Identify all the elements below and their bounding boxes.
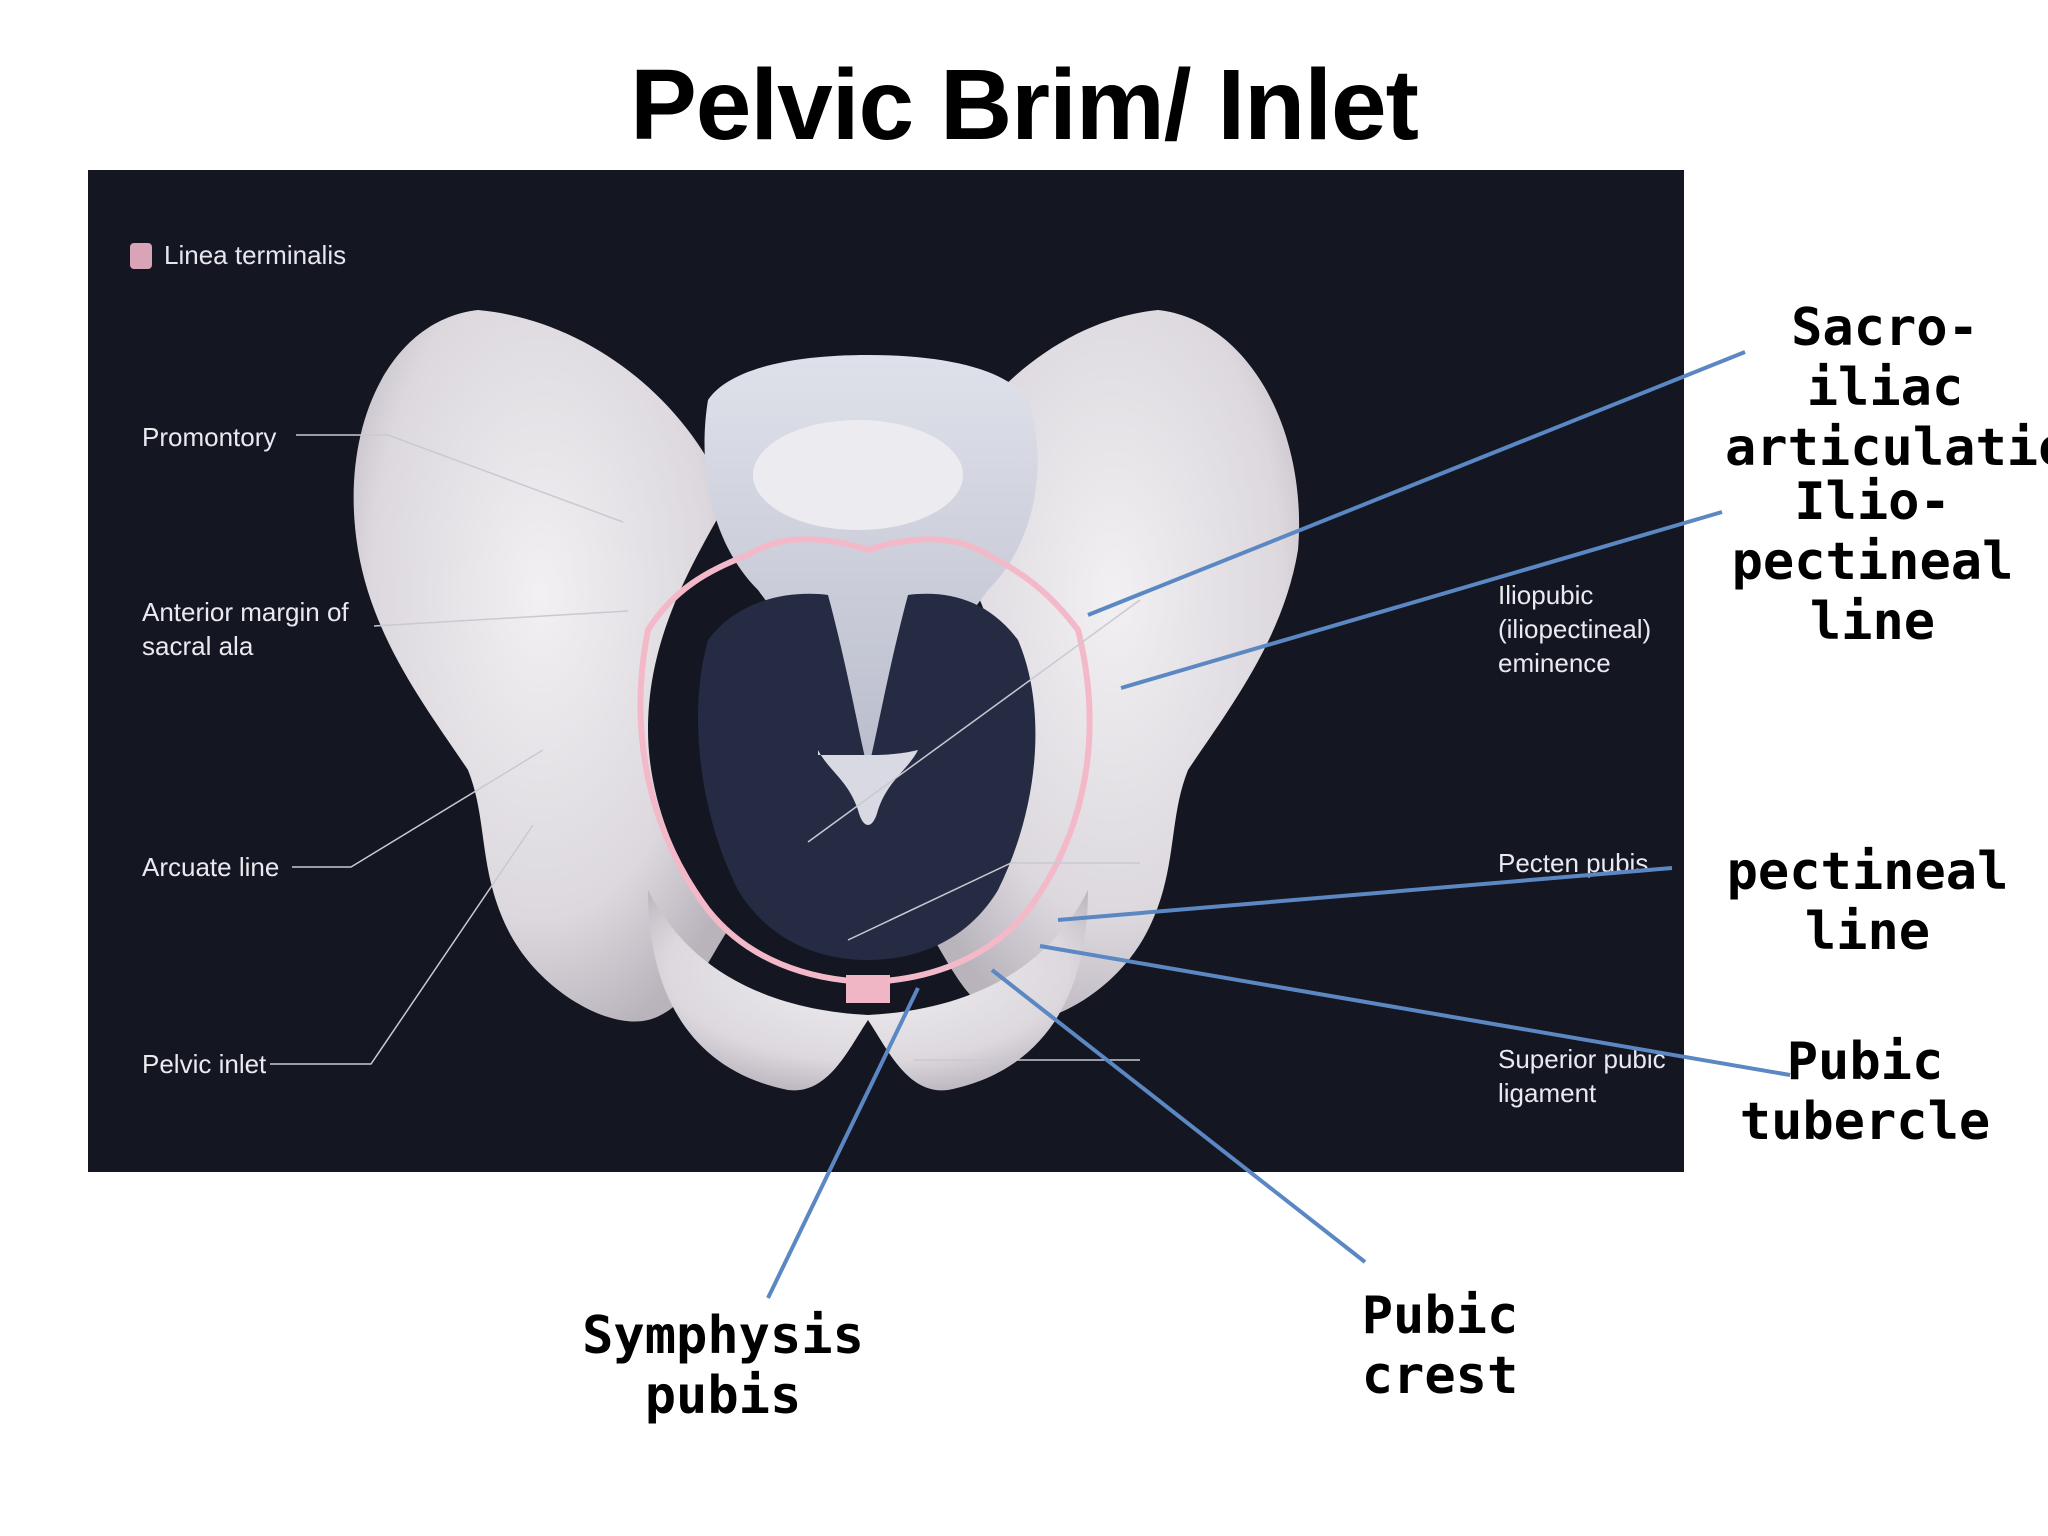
label-anterior-margin: Anterior margin of sacral ala [142, 597, 349, 661]
pectineal-line-pointer [1057, 866, 1673, 922]
pelvis-illustration: Linea terminalis Promontory Anterior mar… [88, 170, 1684, 1172]
label-pelvic-inlet: Pelvic inlet [142, 1049, 267, 1079]
callout-symphysis: Symphysis pubis [582, 1306, 864, 1426]
legend: Linea terminalis [130, 240, 346, 271]
page-title: Pelvic Brim/ Inlet [630, 49, 1419, 161]
callout-pubic-tubercle: Pubic tubercle [1739, 1032, 1991, 1152]
callout-pectineal-line: pectineal line [1726, 842, 2009, 962]
sacral-body [753, 420, 963, 530]
label-promontory: Promontory [142, 422, 277, 452]
pubic-tubercle-line [1039, 944, 1791, 1077]
pelvis-drawing [270, 310, 1300, 1091]
coccyx [818, 750, 918, 825]
callout-ilio-pectineal: Ilio-pectineal line [1731, 472, 2014, 652]
callout-sacro-iliac: Sacro-iliac articulation [1725, 298, 2048, 478]
callout-pubic-crest: Pubic crest [1361, 1286, 1519, 1406]
linea-terminalis [637, 536, 1093, 986]
label-arcuate-line: Arcuate line [142, 852, 280, 882]
ilio-pectineal-line [1120, 510, 1723, 690]
legend-swatch [130, 242, 152, 269]
symphysis-line [766, 987, 920, 1299]
label-superior-pubic: Superior pubic ligament [1498, 1044, 1666, 1108]
label-pecten-pubis: Pecten pubis [1498, 848, 1649, 878]
symphysis-pad [846, 975, 890, 1003]
label-iliopubic: Iliopubic (iliopectineal) eminence [1498, 580, 1652, 678]
sacro-iliac-line [1087, 350, 1746, 617]
left-ilium [353, 310, 728, 1022]
legend-label: Linea terminalis [164, 240, 347, 270]
pubic-arch [648, 890, 1088, 1091]
pubic-crest-line [990, 968, 1367, 1264]
